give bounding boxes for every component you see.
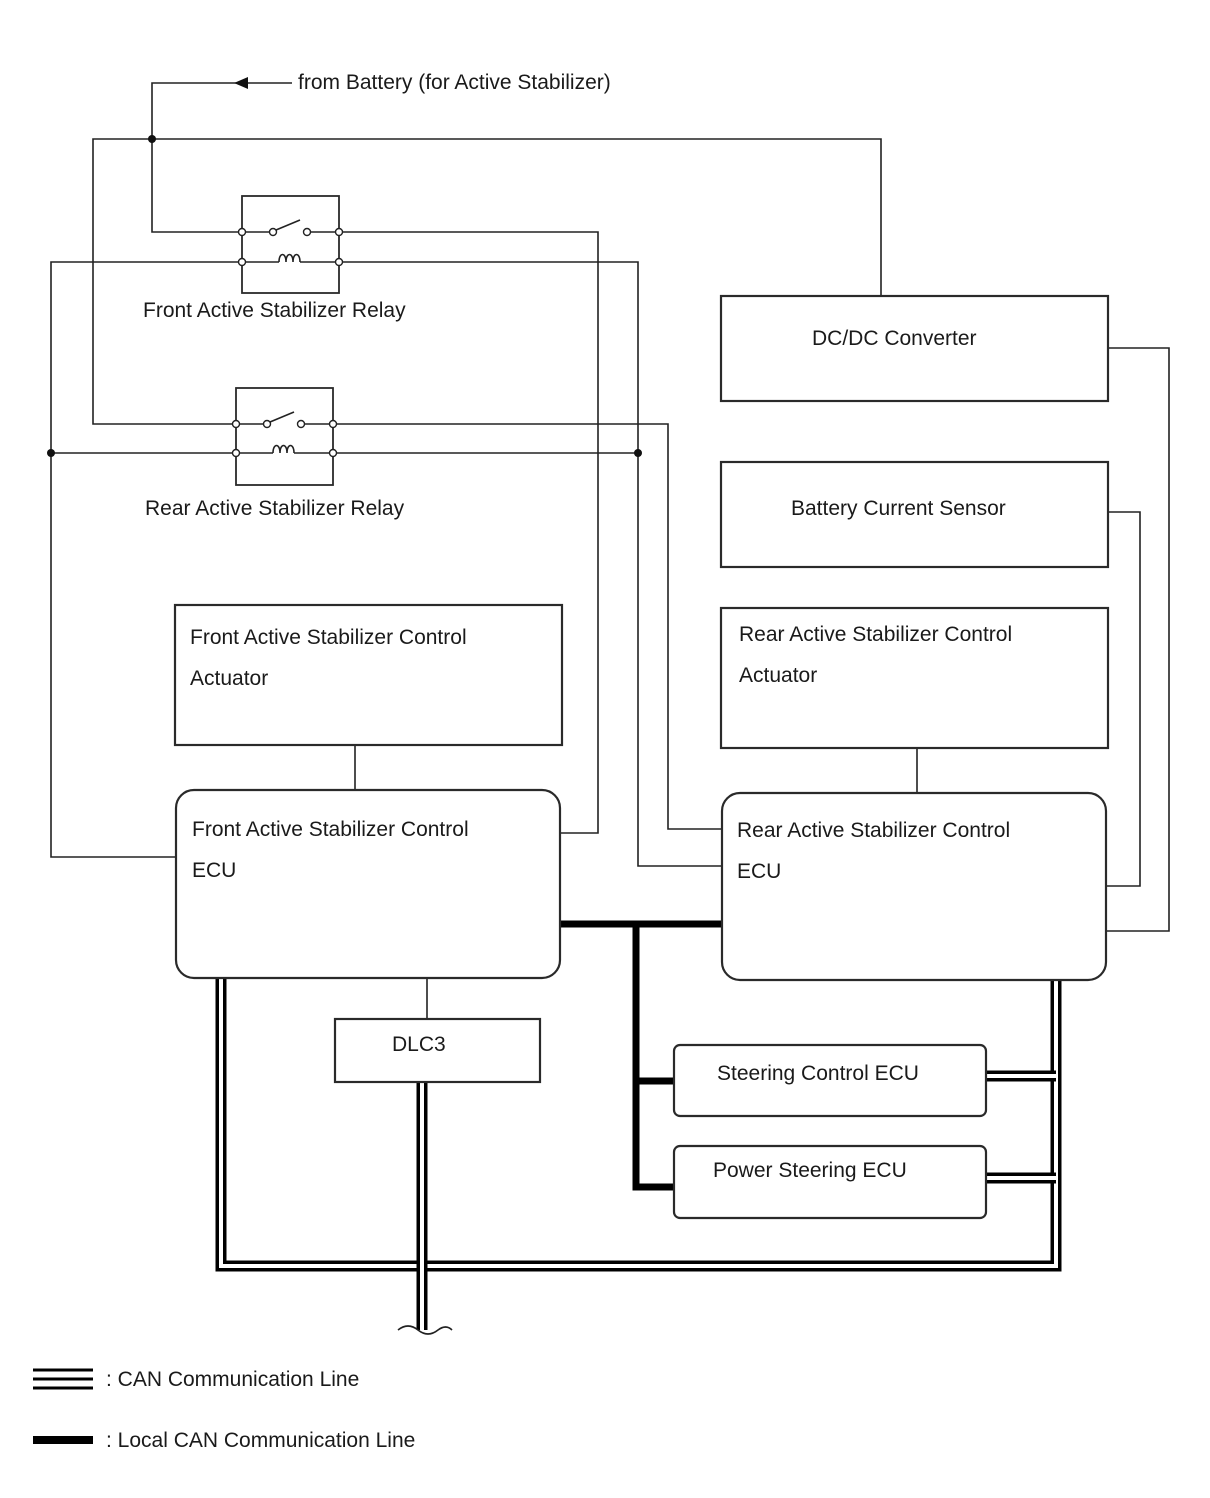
front-relay [237, 195, 344, 294]
legend-local-can-label: : Local CAN Communication Line [106, 1429, 415, 1452]
local-can-lines [560, 920, 722, 1191]
power-steering-ecu-box [672, 1144, 988, 1220]
front-ecu-label-line2: ECU [192, 859, 236, 882]
dcdc-converter-label: DC/DC Converter [812, 327, 977, 350]
front-actuator-box [173, 603, 564, 747]
legend-can-label: : CAN Communication Line [106, 1368, 359, 1391]
front-ecu-label-line1: Front Active Stabilizer Control [192, 818, 469, 841]
rear-relay [231, 387, 338, 486]
rear-ecu-label-line2: ECU [737, 860, 781, 883]
rear-actuator-label-line2: Actuator [739, 664, 817, 687]
dlc3-box [333, 1017, 542, 1084]
legend: : CAN Communication Line : Local CAN Com… [33, 1368, 415, 1452]
rear-actuator-label-line1: Rear Active Stabilizer Control [739, 623, 1012, 646]
steering-control-ecu-label: Steering Control ECU [717, 1062, 919, 1085]
front-relay-label: Front Active Stabilizer Relay [143, 299, 406, 322]
power-wires [47, 77, 1170, 1019]
rear-ecu-box [720, 791, 1108, 982]
power-steering-ecu-label: Power Steering ECU [713, 1159, 907, 1182]
battery-label: from Battery (for Active Stabilizer) [298, 71, 611, 94]
front-ecu-box [174, 788, 562, 980]
front-actuator-label-line2: Actuator [190, 667, 268, 690]
steering-control-ecu-box [672, 1043, 988, 1118]
battery-current-sensor-label: Battery Current Sensor [791, 497, 1006, 520]
rear-ecu-label-line1: Rear Active Stabilizer Control [737, 819, 1010, 842]
rear-relay-label: Rear Active Stabilizer Relay [145, 497, 405, 520]
front-actuator-label-line1: Front Active Stabilizer Control [190, 626, 467, 649]
legend-can-swatch [33, 1368, 93, 1390]
can-communication-lines [215, 978, 1062, 1335]
rear-actuator-box [719, 606, 1110, 750]
battery-current-sensor-box [719, 460, 1110, 569]
dlc3-label: DLC3 [392, 1033, 446, 1056]
dcdc-converter-box [719, 294, 1110, 403]
